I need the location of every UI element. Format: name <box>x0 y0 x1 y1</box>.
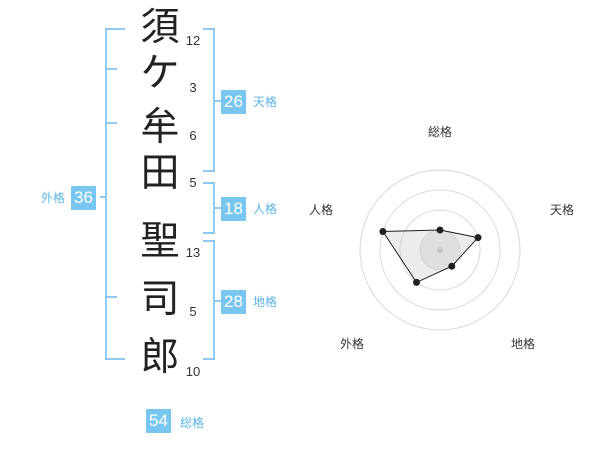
tenkaku-tick <box>215 100 221 102</box>
gaikaku-label: 外格 <box>41 191 66 205</box>
name-char-2: ケ <box>140 51 180 96</box>
jinkaku-tick <box>215 207 221 209</box>
radar-point-2 <box>474 234 482 242</box>
jinkaku-badge: 18 <box>221 197 246 221</box>
chikaku-badge: 28 <box>221 290 246 314</box>
radar-point-1 <box>436 226 444 234</box>
radar-axis-label-chikaku: 地格 <box>511 337 536 351</box>
name-char-4: 田 <box>140 151 180 196</box>
radar-axis-label-soukaku: 総格 <box>428 125 453 139</box>
soukaku-badge: 54 <box>146 409 171 433</box>
tenkaku-label: 天格 <box>253 95 278 109</box>
radar-chart <box>359 169 521 331</box>
stroke-count-3: 6 <box>189 128 197 143</box>
stroke-count-6: 5 <box>189 304 197 319</box>
radar-axis-label-tenkaku: 天格 <box>550 203 575 217</box>
stroke-count-1: 12 <box>185 33 201 48</box>
radar-axis-label-gaikaku: 外格 <box>340 337 365 351</box>
stroke-count-2: 3 <box>189 80 197 95</box>
chikaku-bracket <box>203 240 215 360</box>
tenkaku-bracket <box>203 28 215 172</box>
left-tick-1 <box>105 68 117 70</box>
left-tick-2 <box>105 122 117 124</box>
stroke-count-5: 13 <box>185 245 201 260</box>
jinkaku-bracket <box>203 182 215 234</box>
name-char-1: 須 <box>140 5 180 50</box>
gaikaku-badge: 36 <box>71 186 96 210</box>
name-char-7: 郎 <box>140 335 180 380</box>
radar-point-3 <box>448 262 456 270</box>
soukaku-label: 総格 <box>180 416 205 430</box>
gaikaku-tick <box>100 196 107 198</box>
radar-series-polygon <box>381 229 479 284</box>
radar-axis-label-jinkaku: 人格 <box>309 203 334 217</box>
name-char-5: 聖 <box>140 219 180 264</box>
chikaku-label: 地格 <box>253 295 278 309</box>
name-char-6: 司 <box>140 277 180 322</box>
radar-point-4 <box>413 278 420 286</box>
gaikaku-bracket <box>105 28 125 360</box>
chikaku-tick <box>215 300 221 302</box>
stroke-count-4: 5 <box>189 175 197 190</box>
jinkaku-label: 人格 <box>253 202 278 216</box>
radar-center-dot <box>437 247 443 253</box>
stroke-count-7: 10 <box>185 364 201 379</box>
left-tick-3 <box>105 296 117 298</box>
name-char-3: 牟 <box>140 105 180 150</box>
tenkaku-badge: 26 <box>221 90 246 114</box>
radar-point-5 <box>379 228 387 235</box>
